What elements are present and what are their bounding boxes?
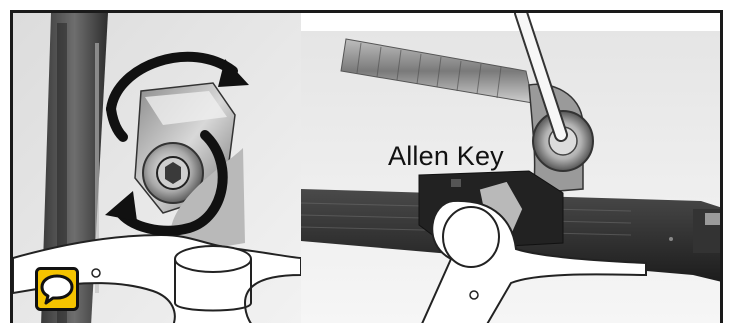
figure-frame: Allen Key xyxy=(10,10,723,323)
speech-bubble-icon xyxy=(35,267,79,311)
allen-key-label: Allen Key xyxy=(388,141,504,172)
allen-key-photo xyxy=(301,13,723,323)
